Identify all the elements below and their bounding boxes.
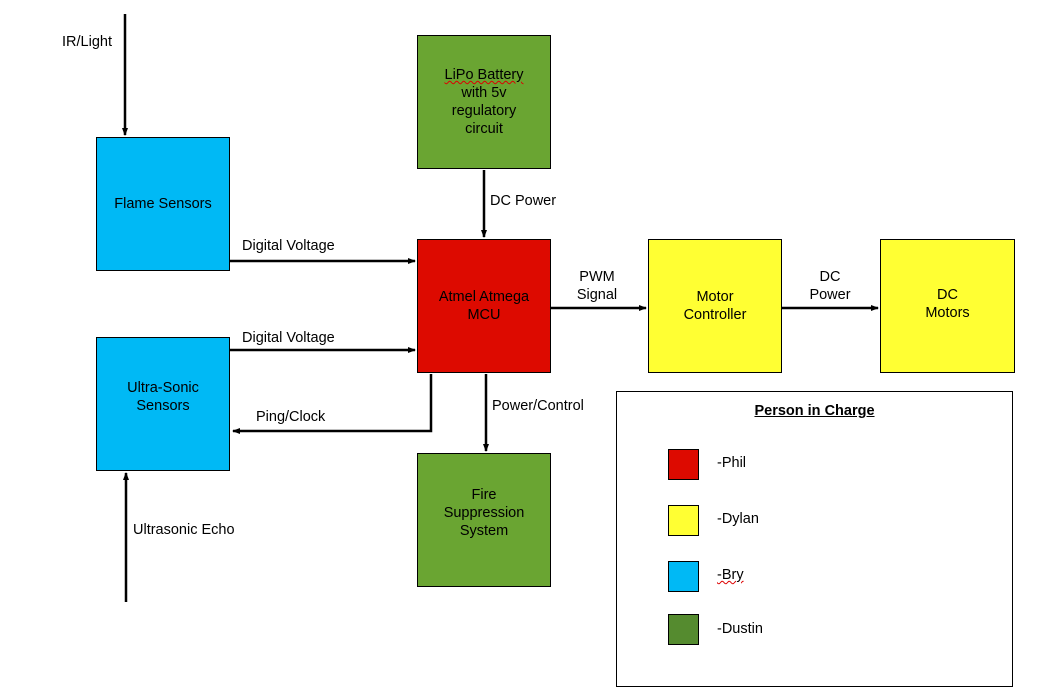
ultrasonic-line1: Ultra-Sonic [127,379,199,396]
motor-controller-line2: Controller [683,307,747,323]
dc-motors-line1: DC [937,287,958,303]
fire-line1: Fire [471,486,497,503]
legend-swatch-phil [668,449,699,480]
battery-block: LiPo Battery with 5v regulatory circuit [417,35,551,169]
power-control-label: Power/Control [492,398,584,414]
legend-label-phil: -Phil [717,455,747,471]
ultrasonic-sensors-block: Ultra-Sonic Sensors [96,337,230,471]
ultrasonic-echo-label: Ultrasonic Echo [133,522,235,538]
battery-line1: LiPo Battery [444,67,524,83]
legend-label-bry: -Bry [717,567,744,583]
dc-motors-block: DC Motors [880,239,1015,373]
ping-clock-label: Ping/Clock [256,409,326,425]
pwm-signal-label: PWM Signal [566,268,628,304]
legend-swatch-dustin [668,614,699,645]
ping-clock-arrow [232,374,433,434]
mcu-block: Atmel Atmega MCU [417,239,551,373]
pwm-line1: PWM [579,269,615,285]
flame-sensors-block: Flame Sensors [96,137,230,271]
motor-controller-line1: Motor [696,289,734,305]
dc-power-motor-label: DC Power [798,268,862,304]
legend-label-dylan: -Dylan [717,511,759,527]
flame-sensors-label: Flame Sensors [114,196,212,212]
battery-line4: circuit [465,121,503,137]
flame-digital-voltage-label: Digital Voltage [242,238,335,254]
mcu-line1: Atmel Atmega [438,289,530,305]
pwm-line2: Signal [576,287,618,303]
legend-swatch-dylan [668,505,699,536]
dc-power-label: DC Power [490,193,557,209]
dc-motors-line2: Motors [925,305,970,321]
person-in-charge-legend: Person in Charge -Phil -Dylan -Bry -Dust… [616,391,1013,687]
mcu-line2: MCU [467,307,501,323]
fire-line2: Suppression [443,504,525,521]
ultrasonic-line2: Sensors [136,397,190,414]
legend-label-dustin: -Dustin [717,621,763,637]
battery-line2: with 5v [461,85,507,101]
legend-title: Person in Charge [754,403,875,419]
fire-suppression-block: Fire Suppression System [417,453,551,587]
motor-controller-block: Motor Controller [648,239,782,373]
dc-power-motor-line1: DC [819,269,841,285]
dc-power-motor-line2: Power [809,287,851,303]
fire-line3: System [459,522,509,539]
battery-line3: regulatory [451,103,517,119]
ultra-digital-voltage-label: Digital Voltage [242,330,335,346]
legend-swatch-bry [668,561,699,592]
ir-light-label: IR/Light [62,34,112,50]
